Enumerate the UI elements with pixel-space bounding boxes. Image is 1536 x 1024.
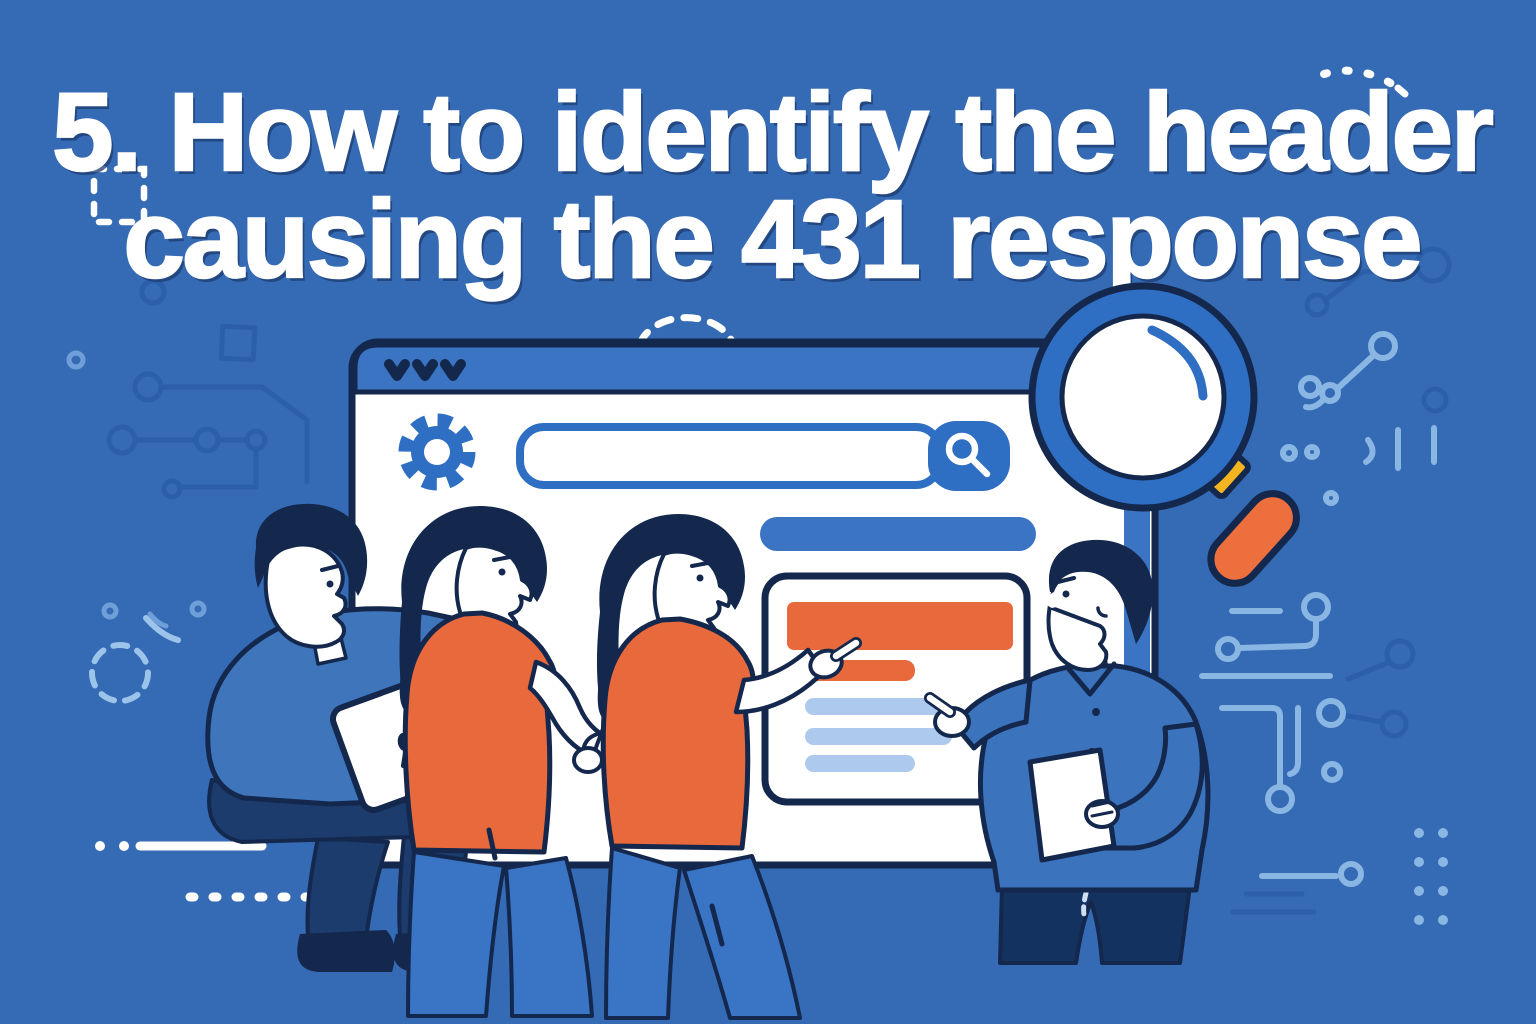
person-woman-pointing	[572, 514, 862, 1020]
search-bar	[516, 421, 1010, 491]
dashed-square	[90, 165, 148, 226]
person-man-pointing-paper	[924, 539, 1211, 965]
window-control-chevrons	[384, 359, 466, 381]
collar	[1065, 661, 1117, 697]
search-icon	[945, 432, 991, 478]
circuit-decor-right-dark	[1230, 246, 1452, 915]
circuit-decor-left-light	[66, 350, 207, 629]
card-text-line	[805, 698, 945, 715]
result-card	[761, 572, 1031, 806]
content-pill-bar	[760, 517, 1036, 551]
paper	[1027, 747, 1117, 863]
card-header-bar	[787, 602, 1013, 650]
page-title: 5. How to identify the header causing th…	[51, 70, 1498, 305]
card-text-line	[805, 728, 952, 745]
magnifier-handle	[1207, 490, 1300, 587]
person-woman-left	[399, 506, 619, 1018]
chevron-down-icon	[412, 359, 438, 381]
chevron-down-icon	[384, 359, 410, 381]
circuit-decor-left	[106, 278, 310, 500]
svg-text:5. How to identify the header: 5. How to identify the header	[55, 75, 1496, 198]
card-text-line	[805, 755, 915, 772]
shoe	[297, 930, 395, 972]
dot-grid	[1414, 828, 1448, 925]
dashed-circle-decor	[89, 615, 181, 704]
hair	[1048, 539, 1153, 644]
dashed-arc	[636, 314, 737, 348]
lens-highlight	[1147, 325, 1208, 401]
gear-icon	[398, 413, 476, 491]
svg-text:causing the 431 response: causing the 431 response	[127, 182, 1424, 305]
dashed-dots-top-right	[1320, 66, 1396, 88]
magnifying-glass-icon	[1028, 282, 1300, 587]
dashed-decor	[90, 66, 1409, 226]
hand	[572, 746, 604, 774]
chevron-down-icon	[440, 359, 466, 381]
circuit-decor-right-light	[1199, 331, 1437, 887]
hair	[254, 503, 368, 596]
title-line-2: causing the 431 response	[124, 178, 1421, 301]
title-line-1: 5. How to identify the header	[52, 71, 1493, 194]
search-input	[516, 423, 944, 489]
